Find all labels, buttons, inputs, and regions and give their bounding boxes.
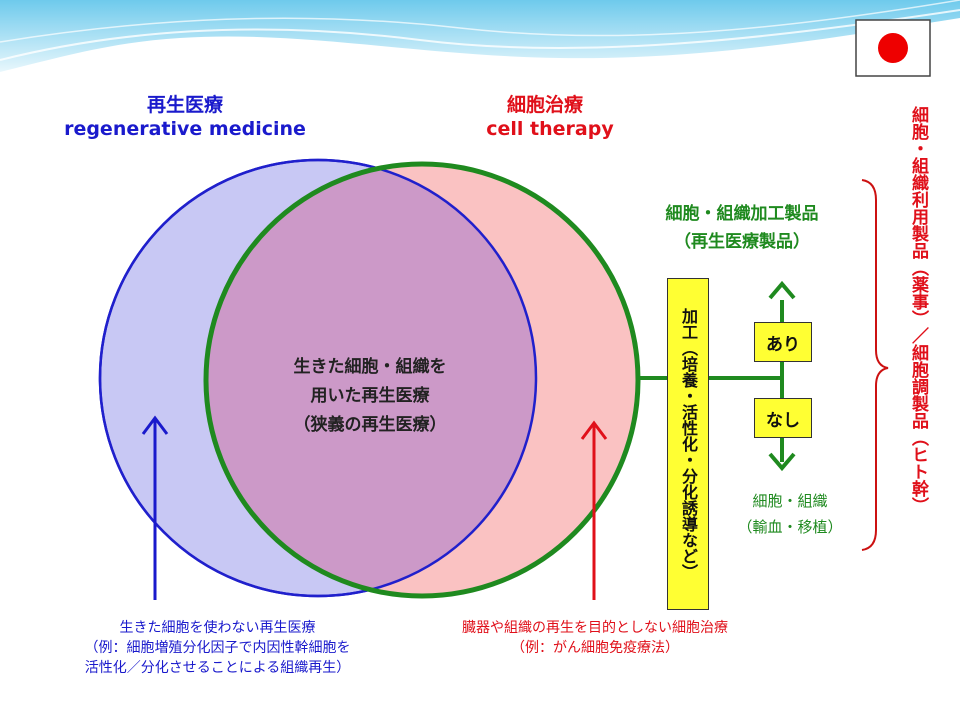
note-right-line-2: （例：がん細胞免疫療法） <box>511 640 679 656</box>
unprocessed-label: 細胞・組織 （輸血・移植） <box>720 488 860 540</box>
processing-text: 加工（培養・活性化・分化誘導など） <box>679 308 698 580</box>
arrow-up-head <box>768 280 796 300</box>
header-wave-line <box>0 9 960 61</box>
cell-therapy-title-ja: 細胞治療 <box>506 94 583 116</box>
right-vertical-text: 細胞・組織利用製品（薬事）／細胞調製品（ヒト幹） <box>908 106 928 514</box>
processing-box: 加工（培養・活性化・分化誘導など） <box>667 278 709 610</box>
note-left-line-1: 生きた細胞を使わない再生医療 <box>119 620 316 636</box>
overlap-line-2: 用いた再生医療 <box>310 386 430 406</box>
red-arrow-head <box>580 420 608 440</box>
unprocessed-line-2: （輸血・移植） <box>737 518 843 536</box>
arrow-down-head <box>768 452 796 472</box>
header-wave <box>0 0 960 72</box>
regenerative-circle-outline <box>98 158 538 598</box>
note-left: 生きた細胞を使わない再生医療 （例：細胞増殖分化因子で内因性幹細胞を 活性化／分… <box>25 618 410 678</box>
yes-label: あり <box>766 334 800 355</box>
overlap-line-3: （狭義の再生医療） <box>293 415 447 435</box>
overlap-description: 生きた細胞・組織を 用いた再生医療 （狭義の再生医療） <box>240 353 500 440</box>
note-right-line-1: 臓器や組織の再生を目的としない細胞治療 <box>462 620 728 636</box>
blue-arrow-head <box>141 415 169 435</box>
unprocessed-line-1: 細胞・組織 <box>752 492 828 510</box>
header-wave-line-2 <box>0 0 960 43</box>
note-right: 臓器や組織の再生を目的としない細胞治療 （例：がん細胞免疫療法） <box>405 618 785 658</box>
note-left-line-3: 活性化／分化させることによる組織再生） <box>84 660 351 676</box>
processed-products-label: 細胞・組織加工製品 （再生医療製品） <box>622 200 862 256</box>
no-label: なし <box>766 410 800 431</box>
cell-therapy-title-en: cell therapy <box>486 118 614 140</box>
regenerative-title-ja: 再生医療 <box>146 94 223 116</box>
cell-therapy-circle-outline <box>203 161 641 599</box>
regenerative-title-en: regenerative medicine <box>64 118 306 140</box>
processed-products-line-2: （再生医療製品） <box>674 232 810 252</box>
yes-box: あり <box>754 322 812 362</box>
right-bracket <box>861 179 889 551</box>
processed-products-line-1: 細胞・組織加工製品 <box>665 204 819 224</box>
no-box: なし <box>754 398 812 438</box>
right-vertical-label: 細胞・組織利用製品（薬事）／細胞調製品（ヒト幹） <box>896 106 940 606</box>
note-left-line-2: （例：細胞増殖分化因子で内因性幹細胞を <box>84 640 351 656</box>
overlap-line-1: 生きた細胞・組織を <box>293 357 447 377</box>
japan-flag-sun <box>878 33 908 63</box>
